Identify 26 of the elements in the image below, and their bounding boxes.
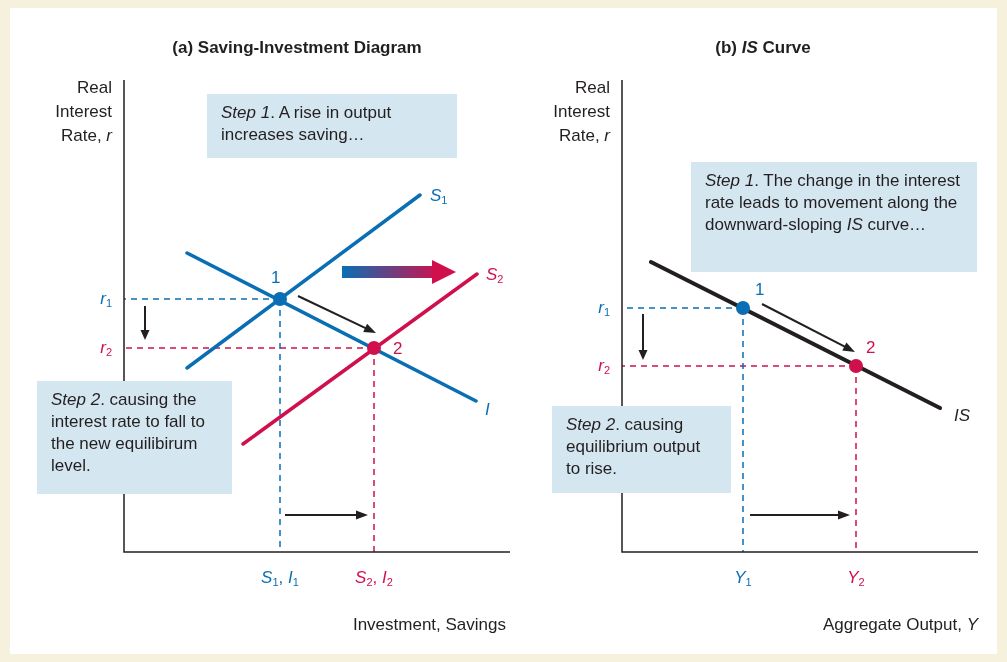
curve-label: S$_{1}$ [430,185,448,208]
panel-title: (b) IS Curve [715,37,811,59]
axis-tick-label: Y$_{2}$ [847,567,865,590]
step-callout: Step 1. A rise in output increases saving… [207,94,457,158]
axis-tick-label: r$_{1}$ [598,297,610,320]
panel-title: (a) Saving-Investment Diagram [172,37,422,59]
axis-tick-label: Y$_{1}$ [734,567,752,590]
step-callout: Step 1. The change in the interest rate leads to movement along the downward-sloping IS curve… [691,162,977,272]
axis-tick-label: r$_{1}$ [100,288,112,311]
axis-label: Real Interest Rate, r [552,77,610,147]
curve-label: IS [954,405,971,427]
curve-label: S$_{2}$ [486,264,504,287]
axis-label: Aggregate Output, Y [823,614,978,636]
axis-label: Real Interest Rate, r [54,77,112,147]
axis-tick-label: S$_{2}$, I$_{2}$ [355,567,393,590]
axis-label: Investment, Savings [352,614,506,636]
point-number: 2 [393,338,403,360]
step-callout: Step 2. causing the interest rate to fall to the new equilibirum level. [37,381,232,494]
axis-tick-label: r$_{2}$ [598,355,610,378]
axis-tick-label: r$_{2}$ [100,337,112,360]
axis-tick-label: S$_{1}$, I$_{1}$ [261,567,299,590]
point-number: 1 [755,279,765,301]
point-number: 2 [866,337,876,359]
point-number: 1 [271,267,281,289]
step-callout: Step 2. causing equilibrium output to rise. [552,406,731,493]
curve-label: I [485,399,490,421]
